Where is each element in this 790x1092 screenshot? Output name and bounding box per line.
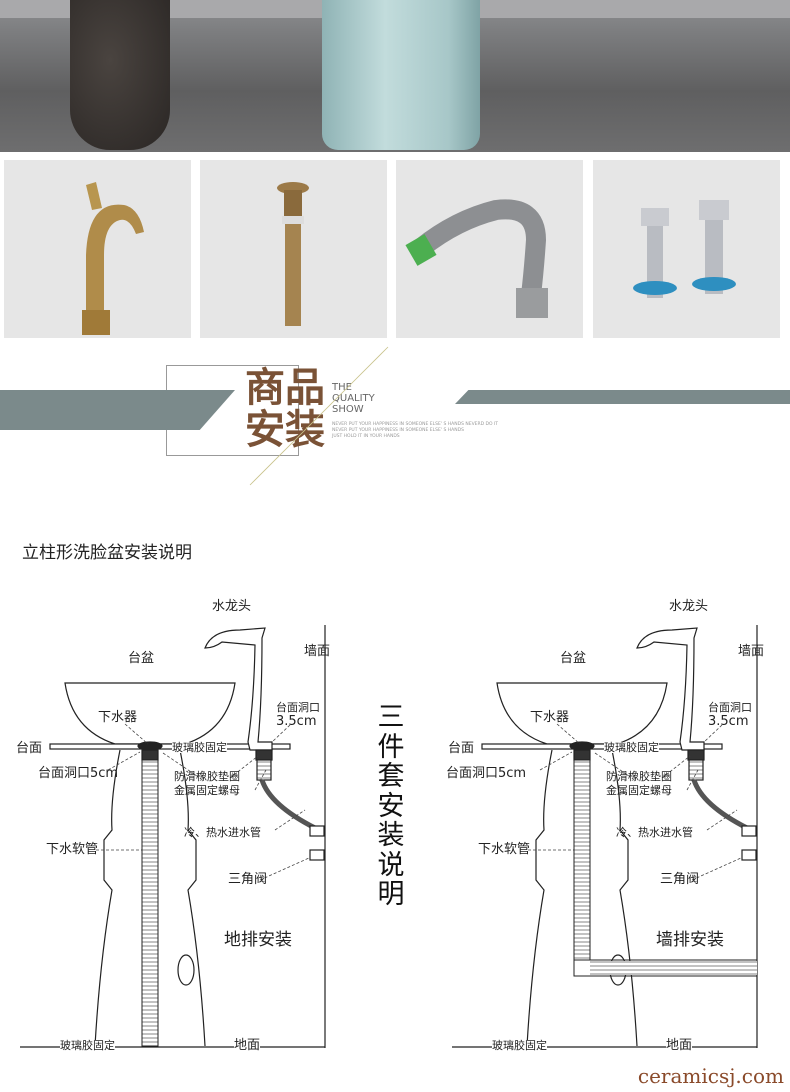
dark-vase bbox=[70, 0, 170, 150]
banner-diagonal bbox=[249, 346, 389, 486]
label-hole-faucet: 台面洞口 bbox=[276, 701, 320, 714]
banner-slogan: NEVER PUT YOUR HAPPINESS IN SOMEONE ELSE… bbox=[332, 422, 498, 440]
banner-eng-3: SHOW bbox=[332, 404, 364, 415]
blue-vase bbox=[322, 0, 480, 150]
watermark: ceramicsj.com bbox=[637, 1064, 784, 1088]
diagram-wall-drain bbox=[452, 625, 757, 1048]
product-tile-valves[interactable] bbox=[593, 160, 780, 338]
vertical-title: 三 件 套 安 装 说 明 bbox=[376, 703, 406, 910]
diagram-floor-drain bbox=[20, 625, 325, 1048]
banner-bar-right bbox=[455, 390, 790, 404]
banner-eng-2: QUALITY bbox=[332, 393, 375, 404]
label-drain: 下水器 bbox=[98, 710, 138, 725]
banner-frame-edge bbox=[166, 430, 167, 455]
vertical-char: 三 bbox=[377, 702, 405, 733]
vertical-char: 件 bbox=[377, 731, 405, 763]
vertical-char: 说 bbox=[377, 849, 405, 881]
label-basin: 台盆 bbox=[128, 651, 155, 666]
label-angle-valve: 三角阀 bbox=[228, 872, 268, 887]
label-nut: 金属固定螺母 bbox=[606, 784, 672, 797]
hero-photo bbox=[0, 0, 790, 152]
label-drain: 下水器 bbox=[530, 710, 570, 725]
label-hole-drain: 台面洞口5cm bbox=[38, 766, 119, 781]
label-gasket: 防滑橡胶垫圈 bbox=[174, 770, 240, 783]
banner-title-line1: 商品 bbox=[245, 365, 325, 411]
label-angle-valve: 三角阀 bbox=[660, 872, 700, 887]
product-tile-hose[interactable] bbox=[396, 160, 583, 338]
diagram-labels-wall: 水龙头 墙面 台盆 台面洞口 3.5cm 下水器 台面 玻璃胶固定 台面洞口5c… bbox=[432, 0, 790, 1092]
vertical-char: 明 bbox=[377, 879, 405, 910]
banner-eng: THE QUALITY SHOW bbox=[332, 382, 375, 415]
label-floor: 地面 bbox=[666, 1038, 693, 1053]
caption-wall-drain: 墙排安装 bbox=[656, 930, 724, 950]
label-glue-bottom: 玻璃胶固定 bbox=[492, 1039, 547, 1052]
angle-valves-icon bbox=[633, 200, 736, 298]
label-drain-hose: 下水软管 bbox=[46, 842, 99, 857]
label-faucet: 水龙头 bbox=[212, 599, 252, 614]
label-hole-faucet-size: 3.5cm bbox=[276, 714, 317, 729]
label-basin: 台盆 bbox=[560, 651, 587, 666]
banner-title: 商品 安装 bbox=[245, 367, 325, 451]
label-glue: 玻璃胶固定 bbox=[604, 741, 659, 754]
label-supply: 冷、热水进水管 bbox=[184, 826, 261, 839]
product-tile-faucet[interactable] bbox=[4, 160, 191, 338]
label-hole-drain: 台面洞口5cm bbox=[446, 766, 527, 781]
label-nut: 金属固定螺母 bbox=[174, 784, 240, 797]
label-wall: 墙面 bbox=[738, 644, 765, 659]
label-wall: 墙面 bbox=[304, 644, 331, 659]
banner-frame-edge bbox=[166, 365, 167, 390]
brass-faucet-icon bbox=[82, 182, 144, 335]
label-counter: 台面 bbox=[16, 741, 43, 756]
label-hole-faucet-size: 3.5cm bbox=[708, 714, 749, 729]
label-supply: 冷、热水进水管 bbox=[616, 826, 693, 839]
label-drain-hose: 下水软管 bbox=[478, 842, 531, 857]
vertical-char: 装 bbox=[377, 820, 405, 851]
vertical-char: 套 bbox=[377, 761, 405, 792]
label-counter: 台面 bbox=[448, 741, 475, 756]
slogan-line: JUST HOLD IT IN YOUR HANDS bbox=[332, 434, 400, 439]
label-glue: 玻璃胶固定 bbox=[172, 741, 227, 754]
product-tile-drain[interactable] bbox=[200, 160, 387, 338]
slogan-line: NEVER PUT YOUR HAPPINESS IN SOMEONE ELSE… bbox=[332, 428, 464, 433]
vertical-char: 安 bbox=[377, 790, 405, 822]
label-hole-faucet: 台面洞口 bbox=[708, 701, 752, 714]
brass-drain-icon bbox=[277, 182, 309, 326]
label-faucet: 水龙头 bbox=[669, 599, 709, 614]
slogan-line: NEVER PUT YOUR HAPPINESS IN SOMEONE ELSE… bbox=[332, 422, 499, 427]
banner-frame bbox=[166, 365, 299, 456]
label-floor: 地面 bbox=[234, 1038, 261, 1053]
label-glue-bottom: 玻璃胶固定 bbox=[60, 1039, 115, 1052]
section-title: 立柱形洗脸盆安装说明 bbox=[22, 543, 192, 563]
caption-floor-drain: 地排安装 bbox=[224, 930, 292, 950]
banner-title-line2: 安装 bbox=[245, 407, 325, 453]
banner-bar-left bbox=[0, 390, 235, 430]
label-gasket: 防滑橡胶垫圈 bbox=[606, 770, 672, 783]
banner-eng-1: THE bbox=[332, 382, 352, 393]
drain-hose-icon bbox=[405, 199, 548, 318]
